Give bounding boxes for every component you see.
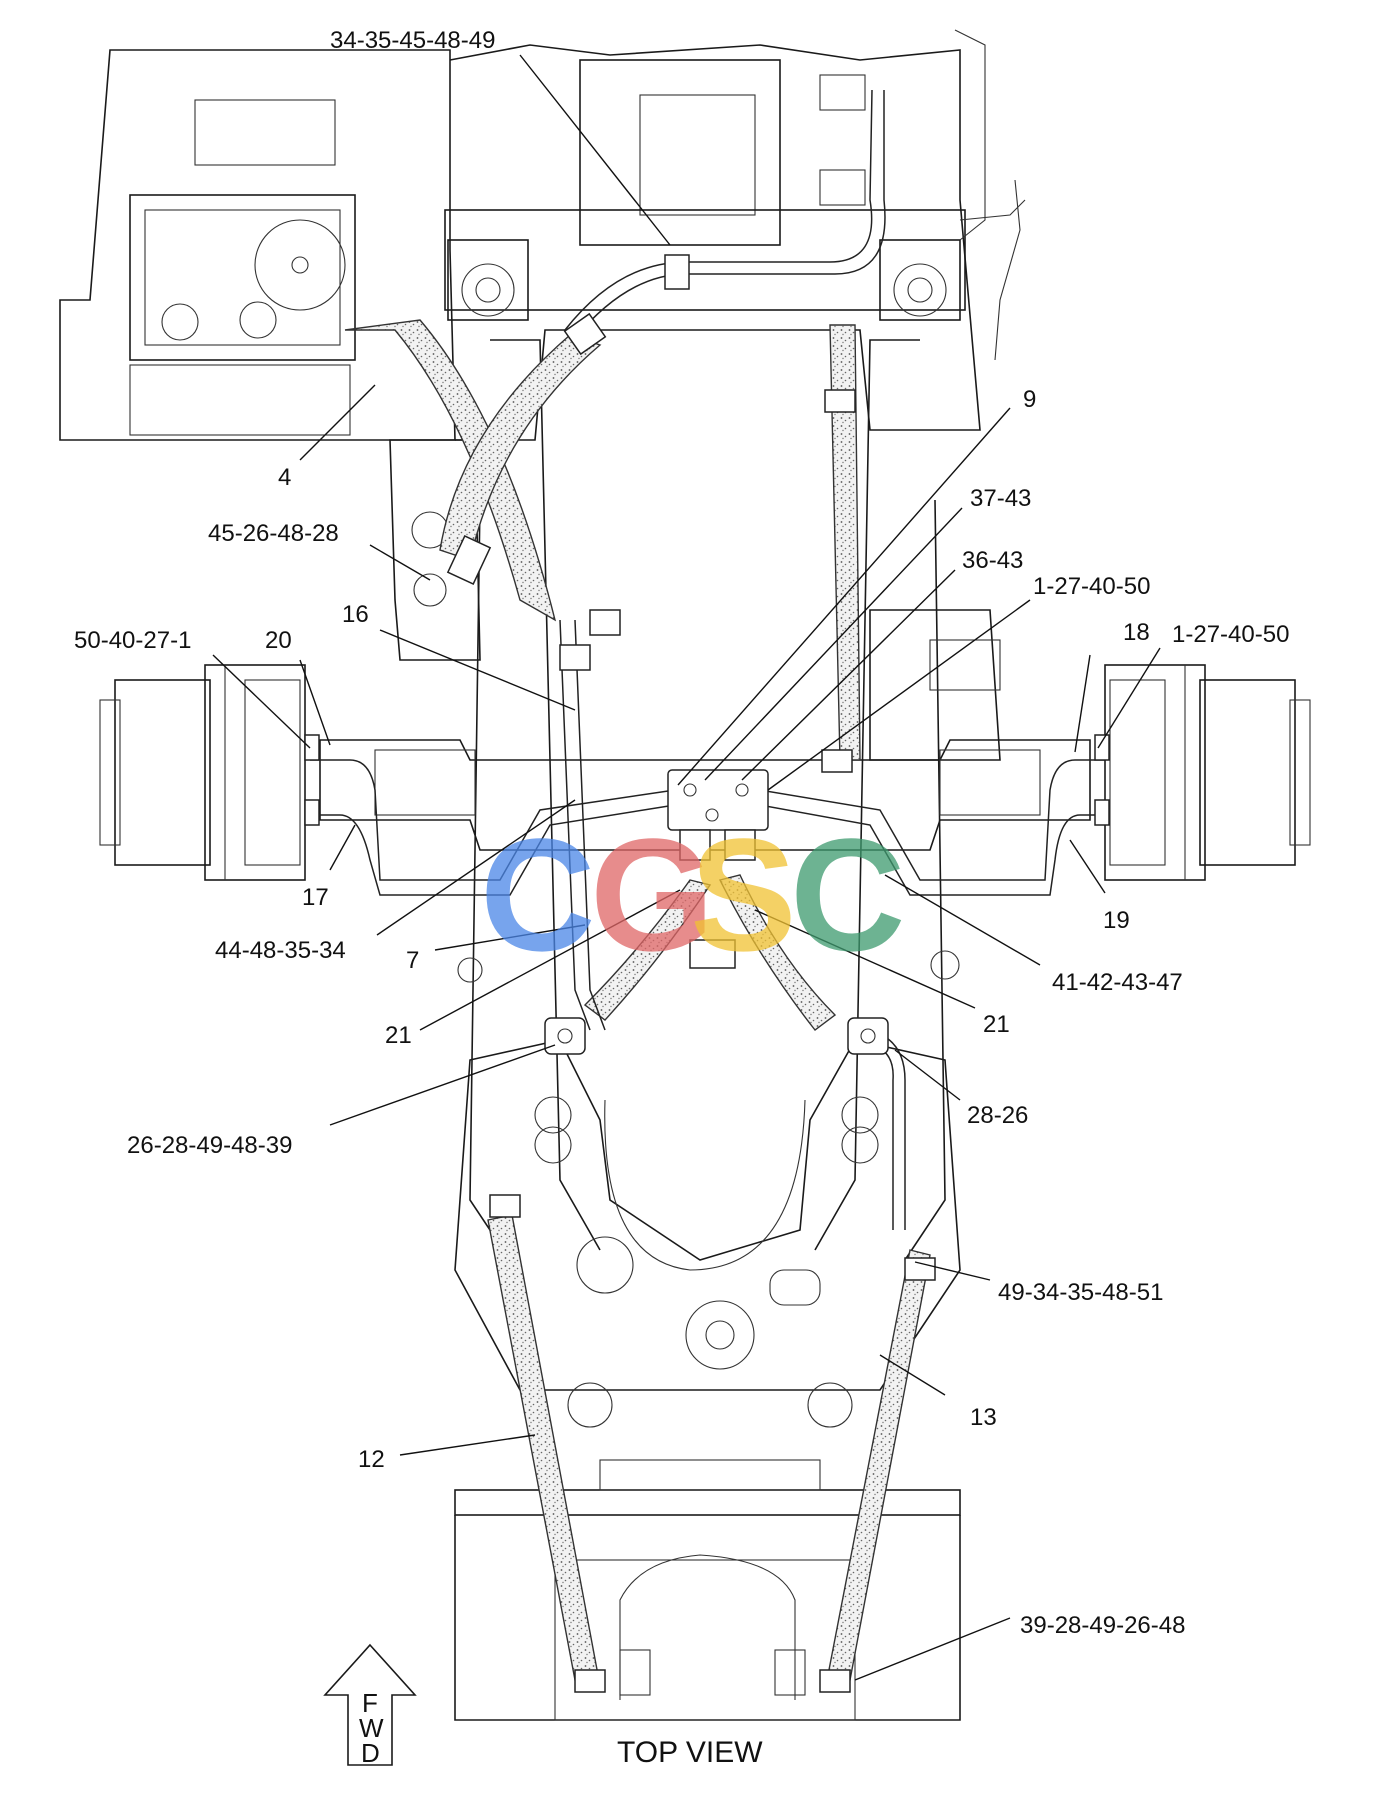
callout-label: 37-43 (970, 485, 1031, 512)
callout-label: 20 (265, 627, 292, 654)
callout-label: 21 (385, 1022, 412, 1049)
callout-label: 7 (406, 947, 419, 974)
watermark-letter-3: S (690, 805, 797, 984)
callout-label: 19 (1103, 907, 1130, 934)
fwd-letter-w: W (359, 1713, 384, 1743)
callout-label: 49-34-35-48-51 (998, 1279, 1163, 1306)
leader-lines (212, 54, 1161, 1681)
callout-label: 39-28-49-26-48 (1020, 1612, 1185, 1639)
callout-label: 44-48-35-34 (215, 937, 346, 964)
hydraulic-hoses (344, 319, 931, 1681)
callout-label: 17 (302, 884, 329, 911)
callout-label: 36-43 (962, 547, 1023, 574)
watermark-letter-2: G (590, 805, 714, 984)
callout-label: 18 (1123, 619, 1150, 646)
callout-label: 4 (278, 464, 291, 491)
fwd-letter-d: D (361, 1738, 380, 1768)
watermark-letter-4: C (790, 805, 906, 984)
callout-label: 12 (358, 1446, 385, 1473)
callout-label: 16 (342, 601, 369, 628)
watermark-letter-1: C (480, 805, 596, 984)
callout-label: 1-27-40-50 (1172, 621, 1289, 648)
callout-label: 21 (983, 1011, 1010, 1038)
view-title: TOP VIEW (617, 1736, 763, 1769)
callout-label: 13 (970, 1404, 997, 1431)
callout-label: 26-28-49-48-39 (127, 1132, 292, 1159)
callout-label: 1-27-40-50 (1033, 573, 1150, 600)
valve-manifold (304, 254, 1110, 1693)
callout-label: 34-35-45-48-49 (330, 27, 495, 54)
callout-label: 41-42-43-47 (1052, 969, 1183, 996)
fwd-letter-f: F (362, 1688, 378, 1718)
forward-direction-arrow: F W D (323, 1643, 417, 1768)
callout-label: 45-26-48-28 (208, 520, 339, 547)
watermark: C G S C (480, 805, 906, 984)
callout-label: 50-40-27-1 (74, 627, 191, 654)
callout-label: 9 (1023, 386, 1036, 413)
callout-label: 28-26 (967, 1102, 1028, 1129)
callout-labels: 34-35-45-48-49 4 9 37-43 36-43 1-27-40-5… (74, 27, 1289, 1639)
machine-frame (59, 29, 1311, 1721)
